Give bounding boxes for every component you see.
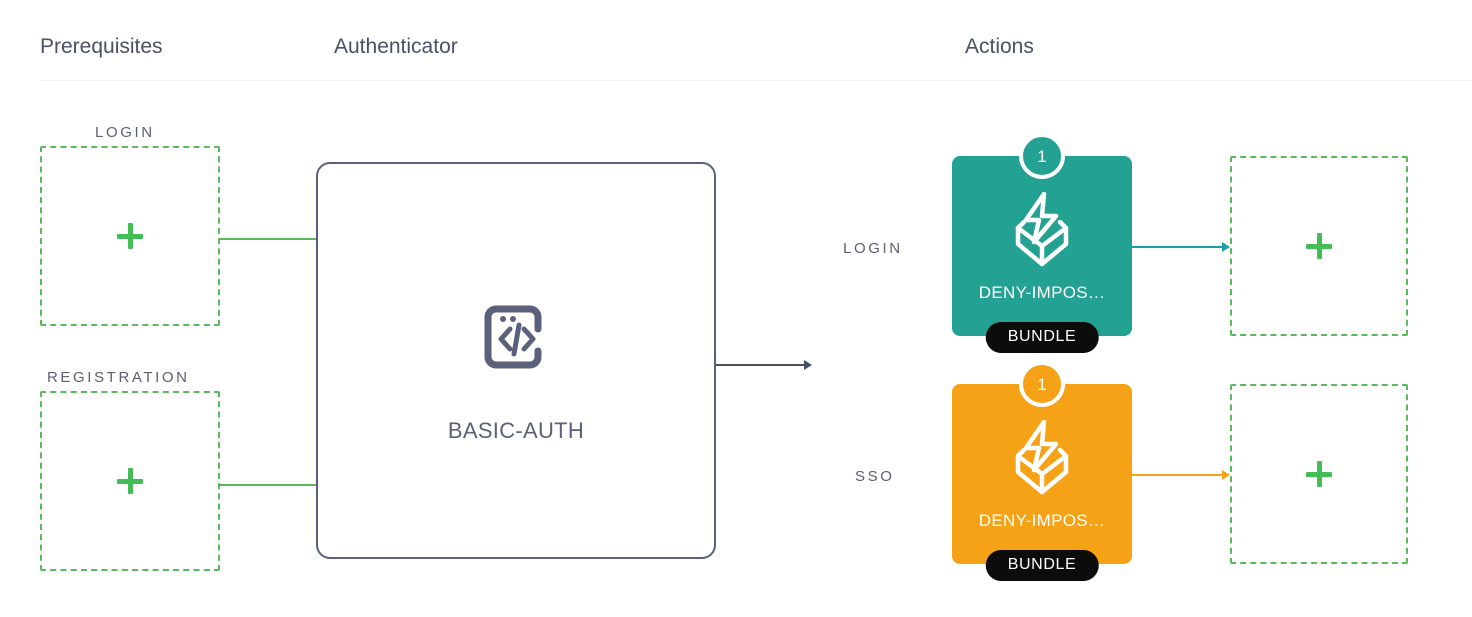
arrow-head-icon: [1222, 470, 1230, 480]
connector-login-action-to-output: [1132, 242, 1230, 252]
action-card-title: DENY-IMPOS…: [978, 283, 1106, 302]
prerequisite-placeholder-registration[interactable]: [40, 391, 220, 571]
plus-icon: [1306, 233, 1332, 259]
action-bundle-badge: BUNDLE: [985, 550, 1099, 581]
connector-sso-action-to-output: [1132, 470, 1230, 480]
plus-icon: [1306, 461, 1332, 487]
arrow-head-icon: [1222, 242, 1230, 252]
connector-registration-to-authenticator: [220, 480, 324, 490]
prerequisite-label-registration: REGISTRATION: [47, 369, 190, 386]
action-card-sso-deny-impos[interactable]: 1 DENY-IMPOS… BUNDLE: [952, 361, 1132, 581]
action-output-placeholder-sso[interactable]: [1230, 384, 1408, 564]
connector-login-to-authenticator: [220, 234, 324, 244]
action-card-title: DENY-IMPOS…: [978, 511, 1106, 530]
header-divider: [40, 80, 1472, 81]
authenticator-card-basic-auth[interactable]: BASIC-AUTH: [316, 162, 716, 559]
action-badge-count: 1: [1019, 133, 1065, 179]
plus-icon: [117, 468, 143, 494]
authenticator-title: BASIC-AUTH: [447, 418, 585, 443]
bolt-package-icon: [1006, 191, 1078, 273]
action-flow-label-login: LOGIN: [843, 240, 903, 257]
action-bundle-badge: BUNDLE: [985, 322, 1099, 353]
code-window-icon: [462, 277, 570, 390]
connector-authenticator-to-actions: [716, 360, 812, 370]
column-header-authenticator: Authenticator: [334, 35, 458, 58]
action-flow-label-sso: SSO: [855, 468, 895, 485]
column-header-actions: Actions: [965, 35, 1034, 58]
action-badge-count: 1: [1019, 361, 1065, 407]
action-card-login-deny-impos[interactable]: 1 DENY-IMPOS… BUNDLE: [952, 133, 1132, 353]
prerequisite-placeholder-login[interactable]: [40, 146, 220, 326]
prerequisite-label-login: LOGIN: [95, 124, 155, 141]
arrow-head-icon: [804, 360, 812, 370]
plus-icon: [117, 223, 143, 249]
bolt-package-icon: [1006, 419, 1078, 501]
action-output-placeholder-login[interactable]: [1230, 156, 1408, 336]
column-header-prerequisites: Prerequisites: [40, 35, 163, 58]
